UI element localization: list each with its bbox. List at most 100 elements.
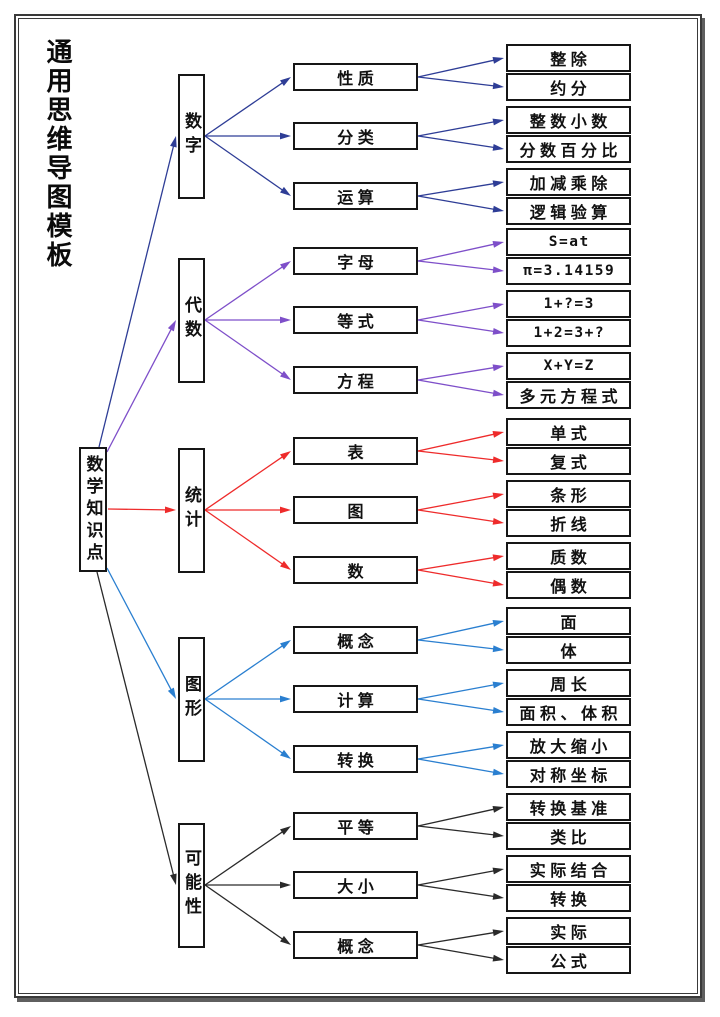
mid-node: 计算 <box>293 685 418 713</box>
leaf-node-label: 放大缩小 <box>529 739 612 756</box>
leaf-node: X+Y=Z <box>506 352 631 380</box>
mid-node-label: 字母 <box>337 255 379 272</box>
leaf-node-label: 周长 <box>550 677 592 694</box>
root-node-label: 数学知识点 <box>83 454 103 565</box>
leaf-node-label: 转换 <box>550 892 592 909</box>
mid-node-label: 等式 <box>337 314 379 331</box>
leaf-node: 整除 <box>506 44 631 72</box>
leaf-node-label: 偶数 <box>550 579 592 596</box>
leaf-node: 逻辑验算 <box>506 197 631 225</box>
leaf-node: 放大缩小 <box>506 731 631 759</box>
mid-node: 概念 <box>293 931 418 959</box>
mid-node: 转换 <box>293 745 418 773</box>
branch-node: 统计 <box>178 447 205 573</box>
leaf-node-label: 分数百分比 <box>519 143 622 160</box>
leaf-node: 偶数 <box>506 571 631 599</box>
mid-node-label: 计算 <box>337 693 379 710</box>
leaf-node: 折线 <box>506 509 631 537</box>
leaf-node: 质数 <box>506 542 631 570</box>
leaf-node: 体 <box>506 636 631 664</box>
mid-node: 平等 <box>293 812 418 840</box>
leaf-node-label: 体 <box>560 644 581 661</box>
leaf-node-label: 面积、体积 <box>519 706 622 723</box>
branch-node-label: 可能性 <box>182 849 201 921</box>
mid-node-label: 方程 <box>337 374 379 391</box>
leaf-node-label: 类比 <box>550 830 592 847</box>
leaf-node-label: 整数小数 <box>529 114 612 131</box>
leaf-node-label: 质数 <box>550 550 592 567</box>
leaf-node-label: 实际结合 <box>529 863 612 880</box>
branch-node-label: 图形 <box>182 675 201 723</box>
leaf-node: 条形 <box>506 480 631 508</box>
branch-node: 代数 <box>178 257 205 383</box>
mid-node: 大小 <box>293 871 418 899</box>
leaf-node: 整数小数 <box>506 106 631 134</box>
mid-node: 分类 <box>293 122 418 150</box>
leaf-node: 周长 <box>506 669 631 697</box>
mid-node-label: 图 <box>347 504 368 521</box>
mid-node-label: 概念 <box>337 634 379 651</box>
mid-node-label: 大小 <box>337 879 379 896</box>
leaf-node: 公式 <box>506 946 631 974</box>
leaf-node: 多元方程式 <box>506 381 631 409</box>
mid-node: 字母 <box>293 247 418 275</box>
leaf-node-label: 条形 <box>550 488 592 505</box>
leaf-node-label: 多元方程式 <box>519 389 622 406</box>
leaf-node: 分数百分比 <box>506 135 631 163</box>
mid-node: 概念 <box>293 626 418 654</box>
leaf-node: 转换基准 <box>506 793 631 821</box>
root-node: 数学知识点 <box>79 447 107 572</box>
leaf-node-label: 1+2=3+? <box>533 325 606 341</box>
leaf-node-label: 单式 <box>550 426 592 443</box>
mid-node: 运算 <box>293 182 418 210</box>
page-border-inner <box>18 18 698 994</box>
leaf-node-label: 折线 <box>550 517 592 534</box>
leaf-node: 面积、体积 <box>506 698 631 726</box>
mid-node-label: 性质 <box>337 71 379 88</box>
mid-node: 等式 <box>293 306 418 334</box>
leaf-node-label: 实际 <box>550 925 592 942</box>
leaf-node: 实际结合 <box>506 855 631 883</box>
branch-node: 数字 <box>178 73 205 199</box>
leaf-node: 复式 <box>506 447 631 475</box>
mid-node-label: 数 <box>347 564 368 581</box>
branch-node-label: 统计 <box>182 486 201 534</box>
mid-node-label: 平等 <box>337 820 379 837</box>
leaf-node-label: 加减乘除 <box>529 176 612 193</box>
diagram-title: 通用思维导图模板 <box>43 38 73 270</box>
leaf-node: 实际 <box>506 917 631 945</box>
page-border-outer <box>14 14 702 998</box>
leaf-node: 对称坐标 <box>506 760 631 788</box>
leaf-node: S=at <box>506 228 631 256</box>
mid-node-label: 概念 <box>337 939 379 956</box>
leaf-node-label: 转换基准 <box>529 801 612 818</box>
leaf-node: π=3.14159 <box>506 257 631 285</box>
mid-node: 性质 <box>293 63 418 91</box>
mid-node-label: 表 <box>347 445 368 462</box>
leaf-node-label: 对称坐标 <box>529 768 612 785</box>
branch-node-label: 代数 <box>182 296 201 344</box>
leaf-node: 1+?=3 <box>506 290 631 318</box>
leaf-node: 1+2=3+? <box>506 319 631 347</box>
leaf-node-label: 面 <box>560 615 581 632</box>
mid-node-label: 转换 <box>337 753 379 770</box>
branch-node-label: 数字 <box>182 112 201 160</box>
leaf-node: 类比 <box>506 822 631 850</box>
mid-node: 方程 <box>293 366 418 394</box>
leaf-node: 转换 <box>506 884 631 912</box>
leaf-node-label: 逻辑验算 <box>529 205 612 222</box>
mid-node: 图 <box>293 496 418 524</box>
leaf-node-label: 1+?=3 <box>543 296 595 312</box>
leaf-node: 面 <box>506 607 631 635</box>
leaf-node: 加减乘除 <box>506 168 631 196</box>
leaf-node: 约分 <box>506 73 631 101</box>
leaf-node-label: π=3.14159 <box>523 263 616 279</box>
leaf-node-label: X+Y=Z <box>543 358 595 374</box>
mid-node: 表 <box>293 437 418 465</box>
branch-node: 可能性 <box>178 822 205 948</box>
mid-node: 数 <box>293 556 418 584</box>
leaf-node: 单式 <box>506 418 631 446</box>
leaf-node-label: S=at <box>548 234 590 250</box>
